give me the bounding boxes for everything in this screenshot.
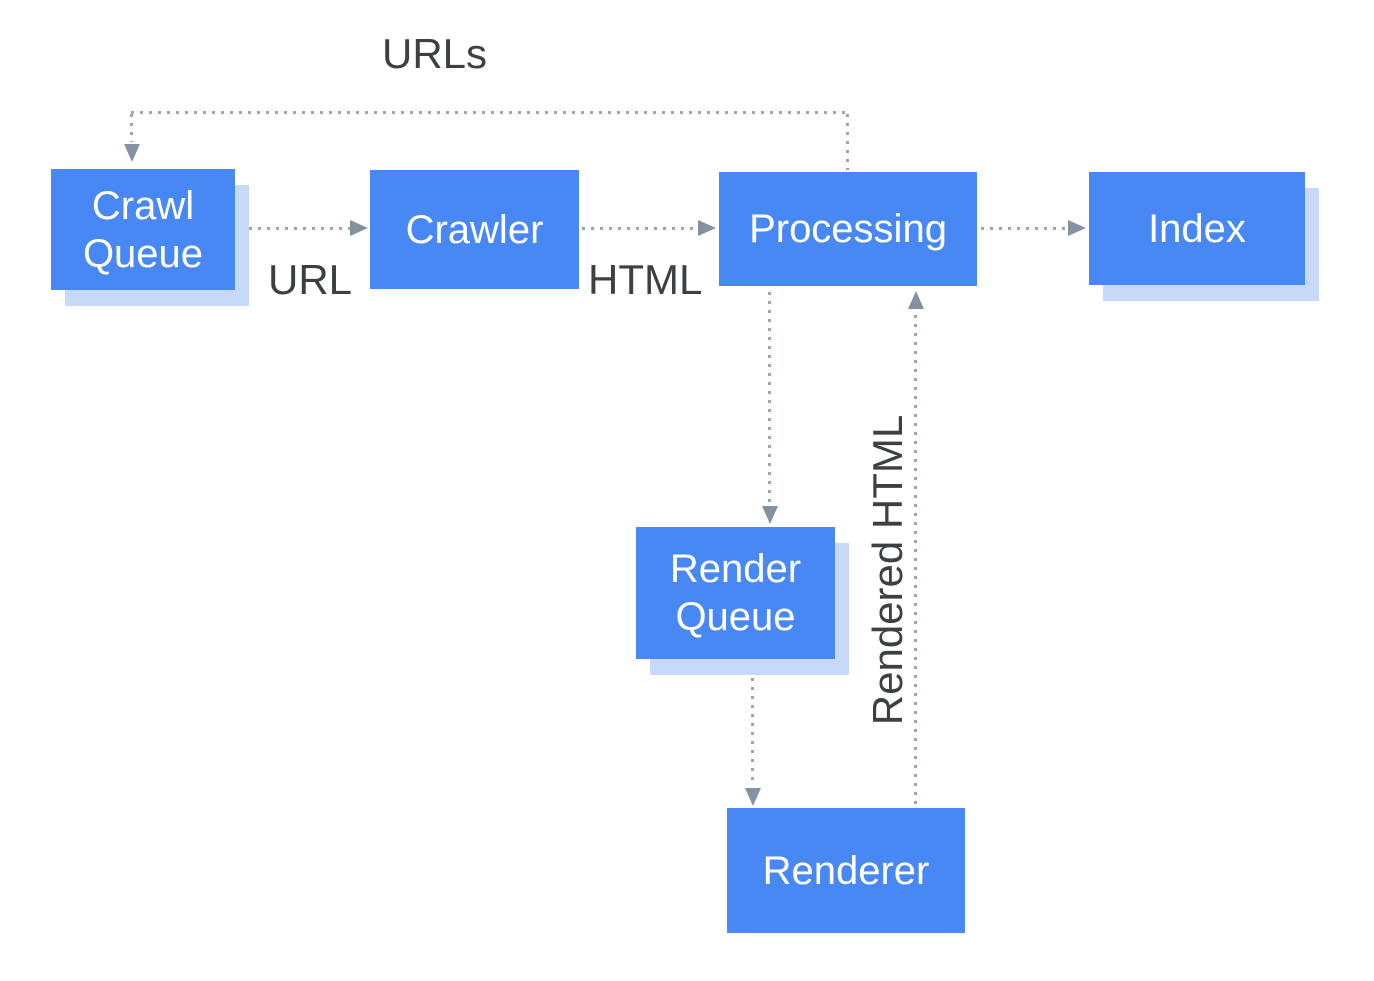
edge-processing-to-crawlqueue-vertical-left [130,114,133,142]
edge-label-url: URL [268,256,353,303]
node-renderer: Renderer [727,808,965,933]
arrowhead-into-processing-icon [698,220,716,236]
edge-processing-to-index [981,227,1068,230]
arrowhead-into-index-icon [1068,220,1086,236]
edge-label-urls: URLs [382,30,488,77]
arrowhead-into-render-queue-icon [762,506,778,524]
edge-label-html: HTML [588,256,703,303]
edge-processing-to-crawlqueue-horizontal [131,111,848,114]
node-crawl-queue: Crawl Queue [51,169,235,290]
edge-crawler-to-processing [582,227,698,230]
node-processing: Processing [719,172,977,286]
arrowhead-into-crawl-queue-icon [124,144,140,162]
edge-renderer-to-processing [914,315,917,806]
node-render-queue: Render Queue [636,527,835,659]
edge-processing-to-renderqueue [768,292,771,504]
edge-crawlqueue-to-crawler [240,227,350,230]
arrowhead-into-renderer-icon [745,788,761,806]
arrowhead-into-crawler-icon [350,220,368,236]
edge-renderqueue-to-renderer [751,678,754,786]
edge-processing-to-crawlqueue-vertical-right [846,114,849,170]
node-crawler: Crawler [370,170,579,289]
arrowhead-into-processing-bottom-icon [908,291,924,309]
node-index: Index [1089,172,1305,285]
edge-label-rendered-html: Rendered HTML [864,414,911,726]
